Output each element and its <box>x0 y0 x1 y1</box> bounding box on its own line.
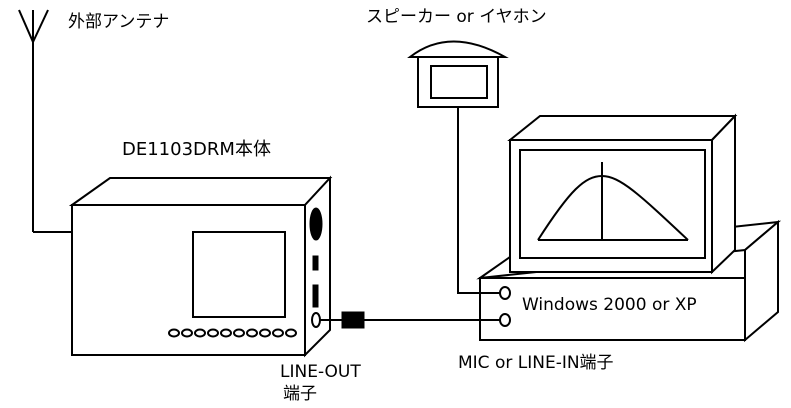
computer-icon <box>476 113 782 343</box>
mic-in-label: MIC or LINE-IN端子 <box>458 353 614 373</box>
receiver-buttons <box>168 328 297 338</box>
antenna-icon <box>18 9 72 233</box>
speaker-icon <box>407 40 509 108</box>
speaker-cable <box>457 107 500 294</box>
waveform-icon <box>537 162 689 241</box>
computer-os-label: Windows 2000 or XP <box>522 295 697 315</box>
receiver-label: DE1103DRM本体 <box>122 139 271 160</box>
line-out-label-sub: 端子 <box>283 384 317 404</box>
speaker-label: スピーカー or イヤホン <box>366 7 547 27</box>
line-out-label: LINE-OUT <box>280 362 361 382</box>
receiver-unit-icon <box>68 175 333 358</box>
line-out-cable <box>320 311 500 329</box>
antenna-label: 外部アンテナ <box>68 12 169 32</box>
